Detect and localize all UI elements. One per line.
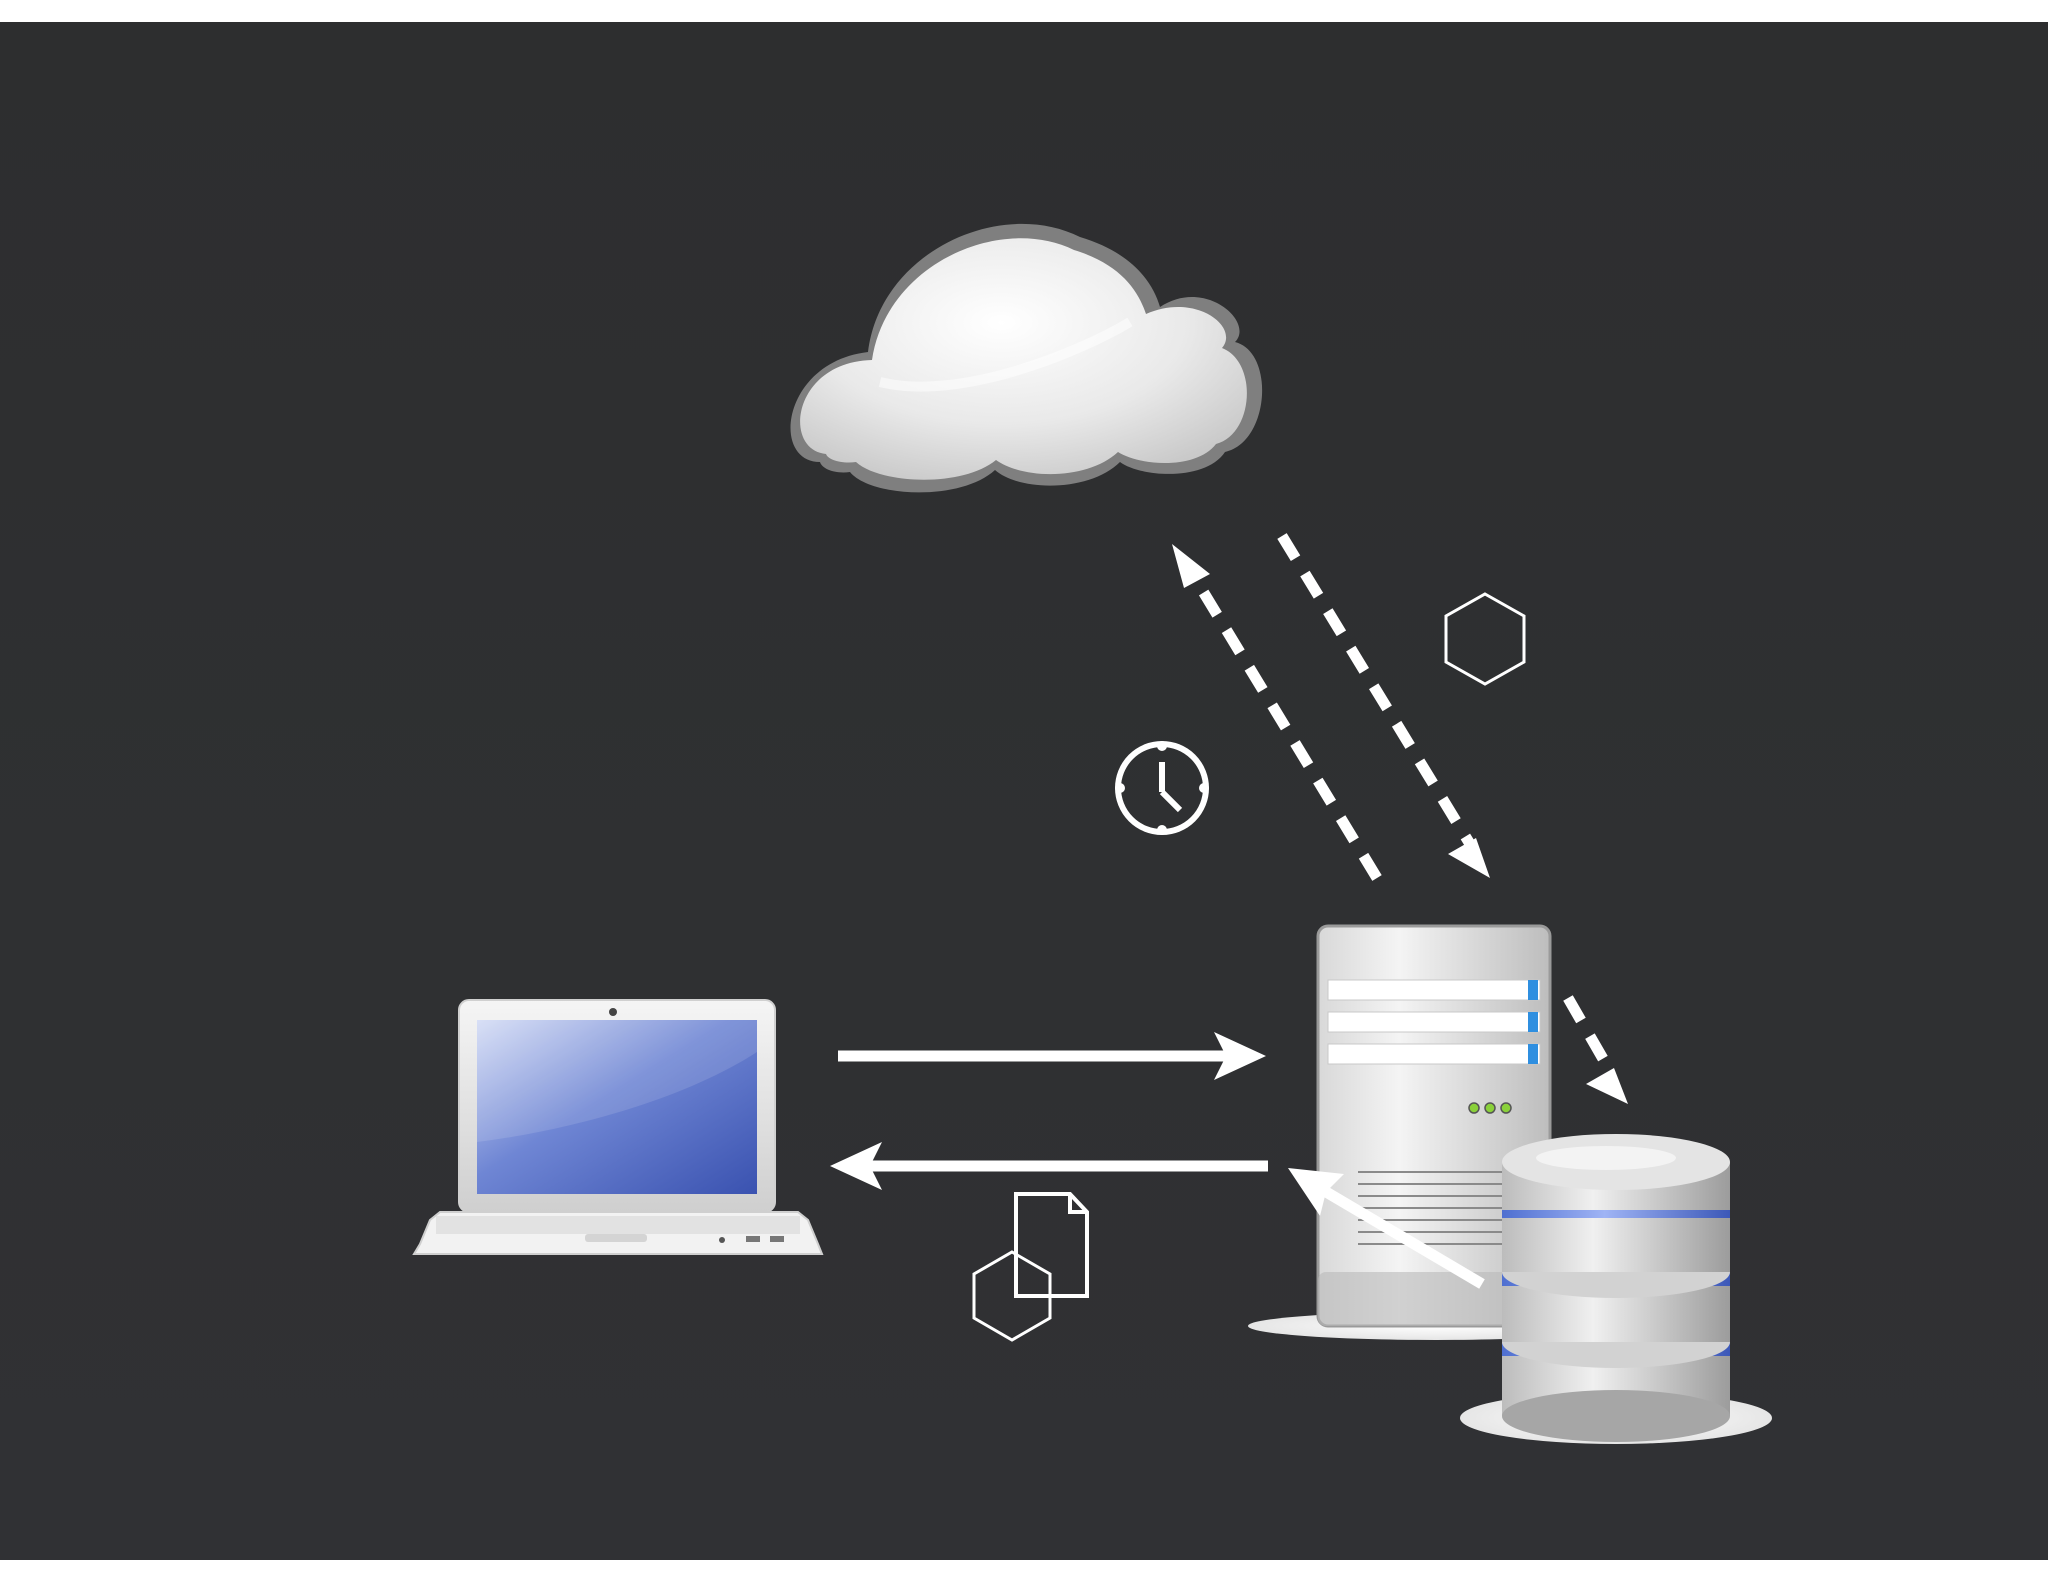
arrowhead: [830, 1142, 882, 1190]
edge-server-to-cloud: [1172, 544, 1382, 881]
edge-server-to-laptop: [830, 1142, 1268, 1190]
hexagon-icon: [1444, 592, 1526, 686]
laptop-icon: [412, 999, 824, 1255]
diagram-canvas: [0, 22, 2048, 1560]
edge-server-to-database: [1563, 995, 1628, 1104]
arrowhead: [1172, 544, 1210, 588]
hexagon-icon: [972, 1250, 1052, 1342]
architecture-diagram: [412, 223, 1772, 1444]
database-icon: [1460, 1134, 1772, 1444]
arrowhead: [1288, 1168, 1344, 1216]
edge-database-to-server: [1288, 1168, 1485, 1289]
document-icon: [1014, 1192, 1089, 1298]
edge-cloud-to-server: [1277, 533, 1490, 878]
arrowhead: [1214, 1032, 1266, 1080]
arrowhead: [1586, 1068, 1628, 1104]
arrowhead: [1448, 838, 1490, 878]
cloud-icon: [790, 223, 1263, 493]
edge-laptop-to-server: [838, 1032, 1266, 1080]
clock-icon: [1115, 741, 1209, 835]
